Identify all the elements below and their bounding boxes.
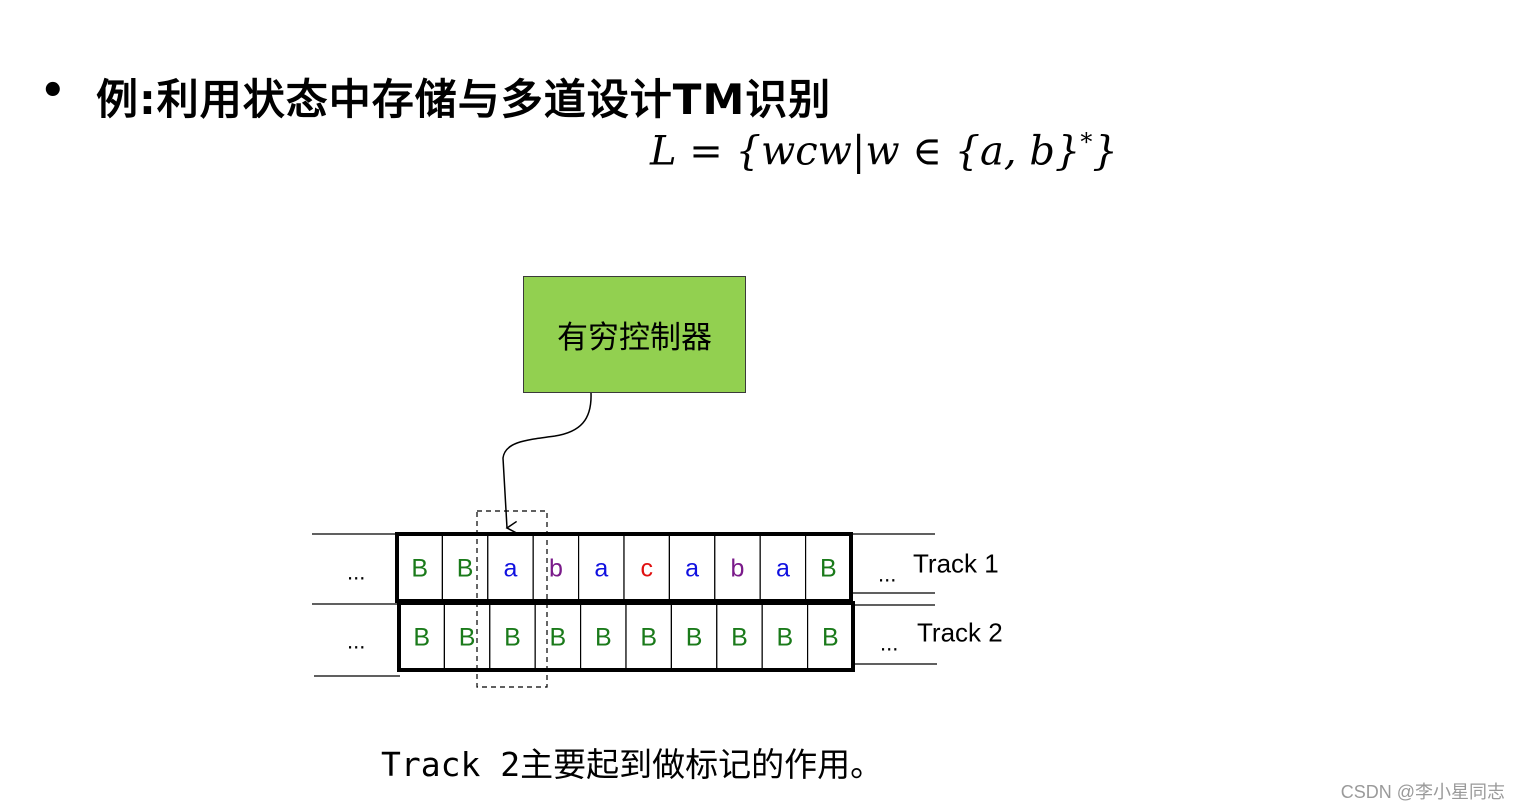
track-border — [397, 601, 855, 672]
tape-symbol: a — [685, 555, 699, 583]
tape-symbol: c — [640, 555, 653, 583]
right-ellipsis: ... — [878, 562, 896, 587]
tape-cell — [714, 533, 761, 602]
tape-symbol: B — [731, 624, 748, 652]
tape-symbol: B — [777, 624, 794, 652]
tape-cell — [443, 602, 491, 671]
caption: Track 2主要起到做标记的作用。 — [381, 745, 884, 784]
tape-symbol: b — [731, 555, 745, 583]
tape-symbol: B — [686, 624, 703, 652]
title-bullet: • — [40, 68, 66, 114]
tape-cell — [804, 533, 852, 602]
left-ellipsis: ... — [347, 629, 365, 654]
watermark: CSDN @李小星同志 — [1340, 782, 1505, 802]
tape-cell — [489, 602, 536, 671]
tape-symbol: B — [640, 624, 657, 652]
tape-symbol: B — [595, 624, 612, 652]
tape-symbol: B — [459, 624, 476, 652]
track-label: Track 2 — [917, 618, 1003, 648]
right-ellipsis: ... — [880, 631, 898, 656]
formula-kleene-star: * — [1080, 128, 1093, 156]
tape-symbol: B — [822, 624, 839, 652]
finite-control-box: 有穷控制器 — [523, 276, 746, 393]
tape-boundary-lines — [312, 533, 937, 677]
tape-symbol: B — [504, 624, 521, 652]
tape-cell — [534, 602, 582, 671]
language-formula: L = {wcw|w ∈ {a, b}*} — [650, 128, 1118, 174]
control-to-head-arrow — [502, 392, 592, 535]
tape-symbol: a — [504, 555, 518, 583]
tape-symbol: b — [549, 555, 563, 583]
tape-symbol: a — [594, 555, 608, 583]
formula-close: } — [1092, 128, 1118, 175]
left-ellipsis: ... — [347, 560, 365, 585]
tape-symbol: a — [776, 555, 790, 583]
tape-cell — [623, 533, 671, 602]
tape-cell — [759, 533, 807, 602]
tape-cell — [577, 533, 625, 602]
tape-cell — [716, 602, 763, 671]
page-title: 例:利用状态中存储与多道设计TM识别 — [96, 75, 832, 124]
tape-symbol: B — [411, 555, 428, 583]
finite-control-label: 有穷控制器 — [557, 320, 712, 356]
formula-main: L = {wcw|w ∈ {a, b} — [650, 128, 1081, 175]
head-window — [476, 510, 548, 688]
tape-cell — [806, 602, 854, 671]
tape-cell — [396, 533, 444, 602]
tape-symbol: B — [820, 555, 837, 583]
tape-symbol: B — [413, 624, 430, 652]
tape-symbol: B — [550, 624, 567, 652]
track-label: Track 1 — [913, 549, 999, 579]
tape-symbol: B — [457, 555, 474, 583]
